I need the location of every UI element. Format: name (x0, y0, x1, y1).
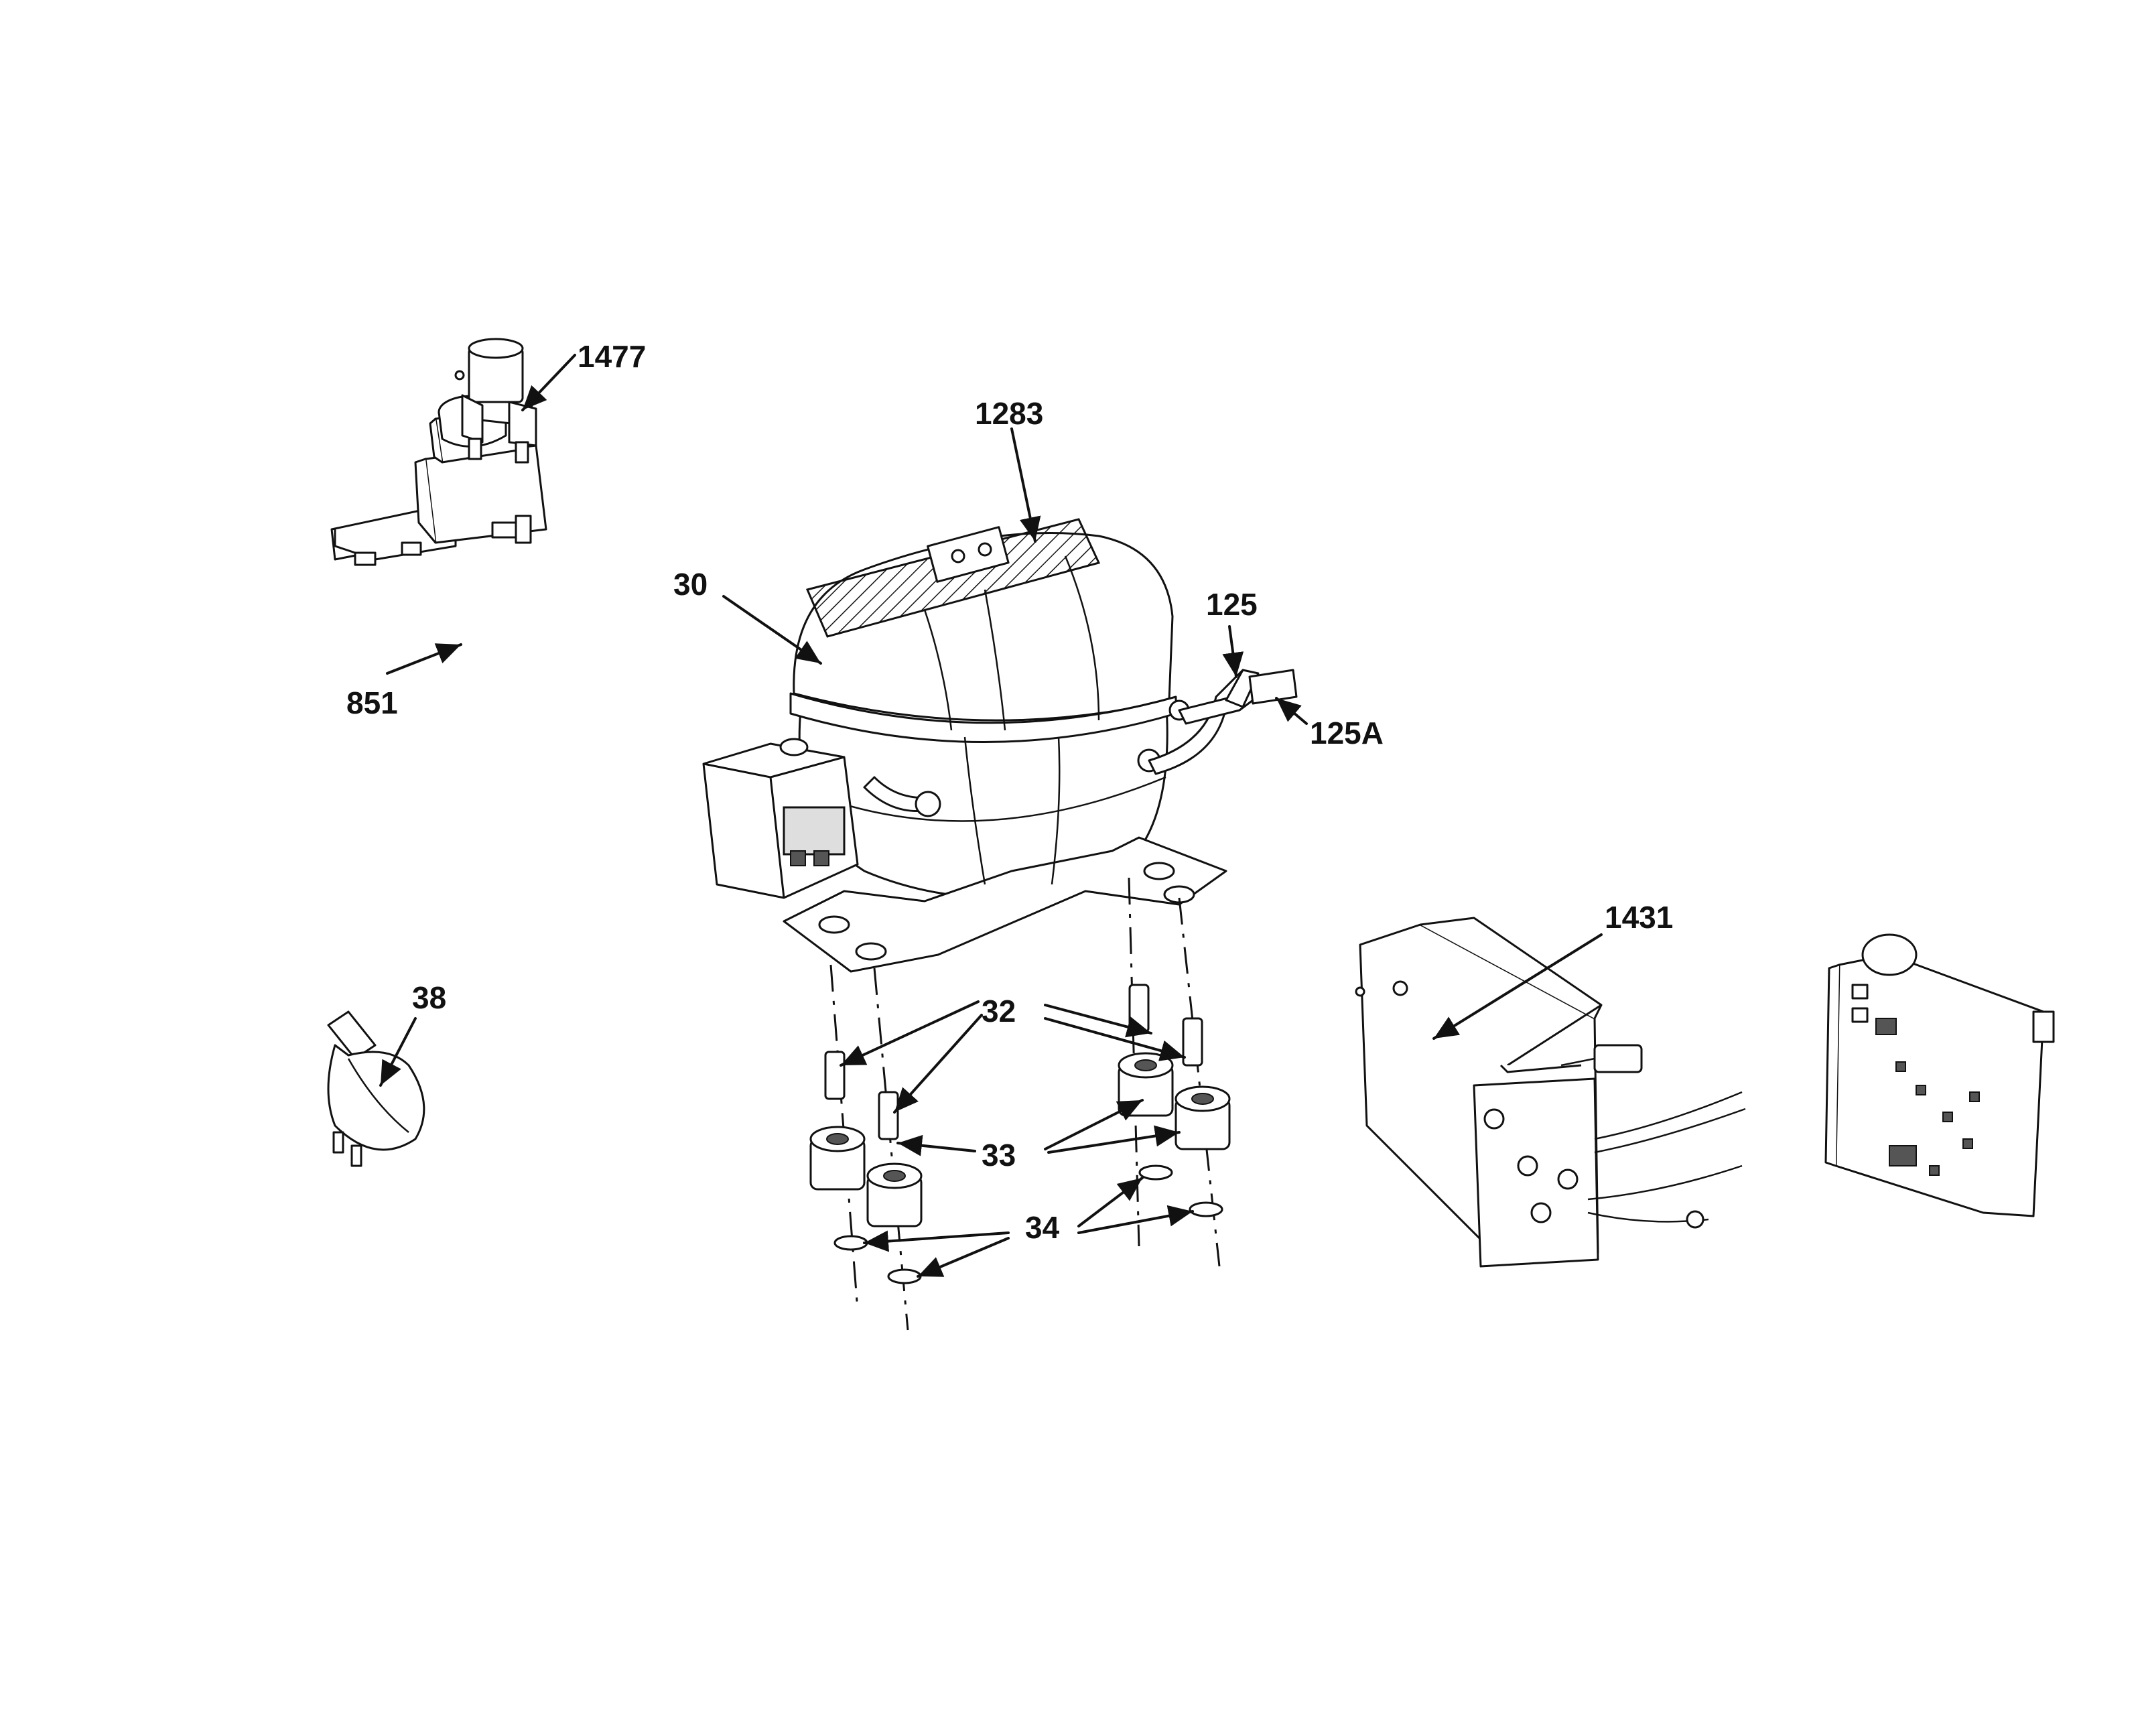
grommet (1175, 1085, 1231, 1150)
label-30: 30 (673, 567, 708, 602)
label-1283: 1283 (975, 396, 1043, 431)
label-1477: 1477 (578, 339, 646, 374)
label-38: 38 (412, 980, 446, 1015)
control-board (1824, 933, 2055, 1217)
label-33: 33 (982, 1138, 1016, 1173)
part-851-capacitor (454, 338, 537, 464)
grommet (866, 1162, 923, 1227)
grommet (1118, 1052, 1174, 1117)
label-125A: 125A (1310, 716, 1384, 750)
label-1431: 1431 (1605, 900, 1673, 935)
label-125: 125 (1206, 587, 1258, 622)
grommet (809, 1126, 866, 1191)
label-34: 34 (1025, 1210, 1060, 1245)
callout-labels: 1477 1283 30 125 125A 851 1431 38 32 33 … (346, 339, 1673, 1245)
label-32: 32 (982, 994, 1016, 1028)
part-30-compressor (702, 518, 1298, 973)
label-851: 851 (346, 685, 398, 720)
part-1431-control-box (1355, 917, 1746, 1268)
part-38-overload-protector (327, 1010, 425, 1167)
leader-lines (379, 354, 1603, 1278)
